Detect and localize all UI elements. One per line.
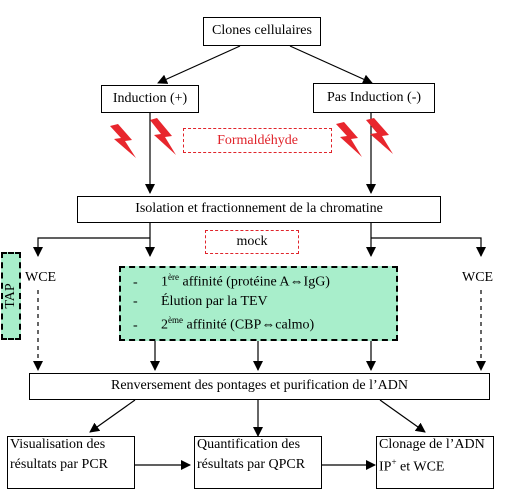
clonage-line1: Clonage de l’ADN [379, 437, 485, 452]
pas-induction-label: Pas Induction (-) [326, 89, 422, 105]
wce-left-label: WCE [25, 270, 57, 285]
tap-box: TAP [1, 252, 21, 340]
clonage-box: Clonage de l’ADN IP+ et WCE [376, 436, 494, 489]
induction-box: Induction (+) [101, 85, 199, 113]
isolation-box: Isolation et fractionnement de la chroma… [77, 196, 441, 223]
tap-label: TAP [3, 283, 18, 309]
arrow-clones-pas-induction [289, 45, 373, 84]
purification-steps-box: -1ère affinité (protéine A⇔IgG) -Élution… [119, 266, 398, 341]
quantification-line2: résultats par QPCR [197, 457, 306, 473]
visualisation-box: Visualisation des résultats par PCR [7, 436, 135, 489]
step-2: -Élution par la TEV [133, 294, 268, 309]
step-1: -1ère affinité (protéine A⇔IgG) [133, 272, 330, 290]
arrow-clones-induction [157, 45, 241, 84]
isolation-label: Isolation et fractionnement de la chroma… [135, 201, 383, 217]
clonage-line2: IP+ et WCE [379, 457, 445, 475]
formaldehyde-box: Formaldéhyde [183, 128, 332, 153]
renversement-box: Renversement des pontages et purificatio… [29, 373, 490, 400]
mock-box: mock [205, 230, 299, 254]
induction-label: Induction (+) [112, 90, 188, 106]
lightning-icon [110, 118, 393, 158]
mock-label: mock [236, 234, 268, 249]
pas-induction-box: Pas Induction (-) [313, 83, 435, 113]
step-3: -2ème affinité (CBP⇔calmo) [133, 315, 315, 333]
clones-label: Clones cellulaires [212, 23, 312, 39]
wce-right-label: WCE [462, 270, 494, 285]
visualisation-line2: résultats par PCR [10, 457, 108, 473]
formaldehyde-label: Formaldéhyde [217, 132, 298, 148]
renversement-label: Renversement des pontages et purificatio… [110, 378, 409, 394]
quantification-line1: Quantification des [197, 437, 301, 452]
visualisation-line1: Visualisation des [10, 437, 106, 452]
quantification-box: Quantification des résultats par QPCR [194, 436, 322, 489]
clones-cellulaires-box: Clones cellulaires [203, 17, 321, 46]
